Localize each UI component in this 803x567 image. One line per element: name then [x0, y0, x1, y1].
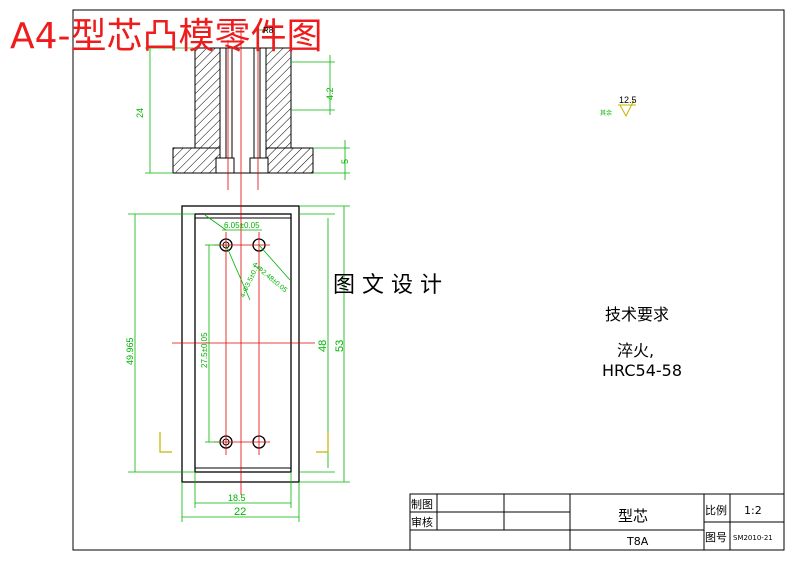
title-block-scale-label: 比例: [705, 503, 727, 517]
title-block-scale-value: 1:2: [744, 504, 762, 517]
requirements-line-2: HRC54-58: [602, 361, 682, 380]
title-block-grid: [409, 493, 785, 551]
title-block-drawn: 制图: [411, 498, 433, 511]
requirements-heading: 技术要求: [605, 305, 669, 324]
dim-inner-height: 48: [317, 340, 329, 352]
dim-top-height: 24: [135, 108, 145, 118]
title-block-part-name: 型芯: [618, 507, 648, 525]
title-block-number-label: 图号: [705, 531, 727, 544]
surface-finish-tag: 其余: [600, 109, 612, 117]
dim-top-radius: R8: [263, 26, 274, 35]
title-block-checked: 审核: [411, 515, 433, 529]
surface-finish-value: 12.5: [619, 95, 637, 105]
dim-fit-width: 18.5: [228, 493, 246, 503]
front-view-dimensions: [128, 205, 350, 522]
dim-hole-pitch-vertical: 27.5±0.05: [200, 332, 209, 368]
dim-left-height: 49.965: [125, 337, 135, 365]
title-block-number: SM2010-21: [733, 534, 773, 542]
top-view-dimensions: [145, 29, 350, 180]
drawing-title: A4-型芯凸模零件图: [10, 16, 323, 57]
dim-hole-dia-2: 4-Φ2.48±0.05: [251, 261, 288, 294]
front-view: [172, 200, 315, 495]
dim-outer-height: 53: [334, 340, 346, 352]
dim-outer-width: 22: [234, 506, 246, 518]
dim-top-flange: 5: [340, 159, 350, 164]
watermark-text: 图 文 设 计: [333, 273, 442, 298]
top-section-view: [172, 28, 314, 200]
surface-finish-symbol: [618, 99, 636, 118]
section-markers: [159, 432, 329, 453]
dim-top-fit: 4.2: [325, 87, 335, 100]
title-block-material: T8A: [626, 535, 649, 548]
requirements-line-1: 淬火,: [617, 341, 654, 360]
dim-hole-pitch-horizontal: 6.05±0.05: [224, 221, 260, 230]
